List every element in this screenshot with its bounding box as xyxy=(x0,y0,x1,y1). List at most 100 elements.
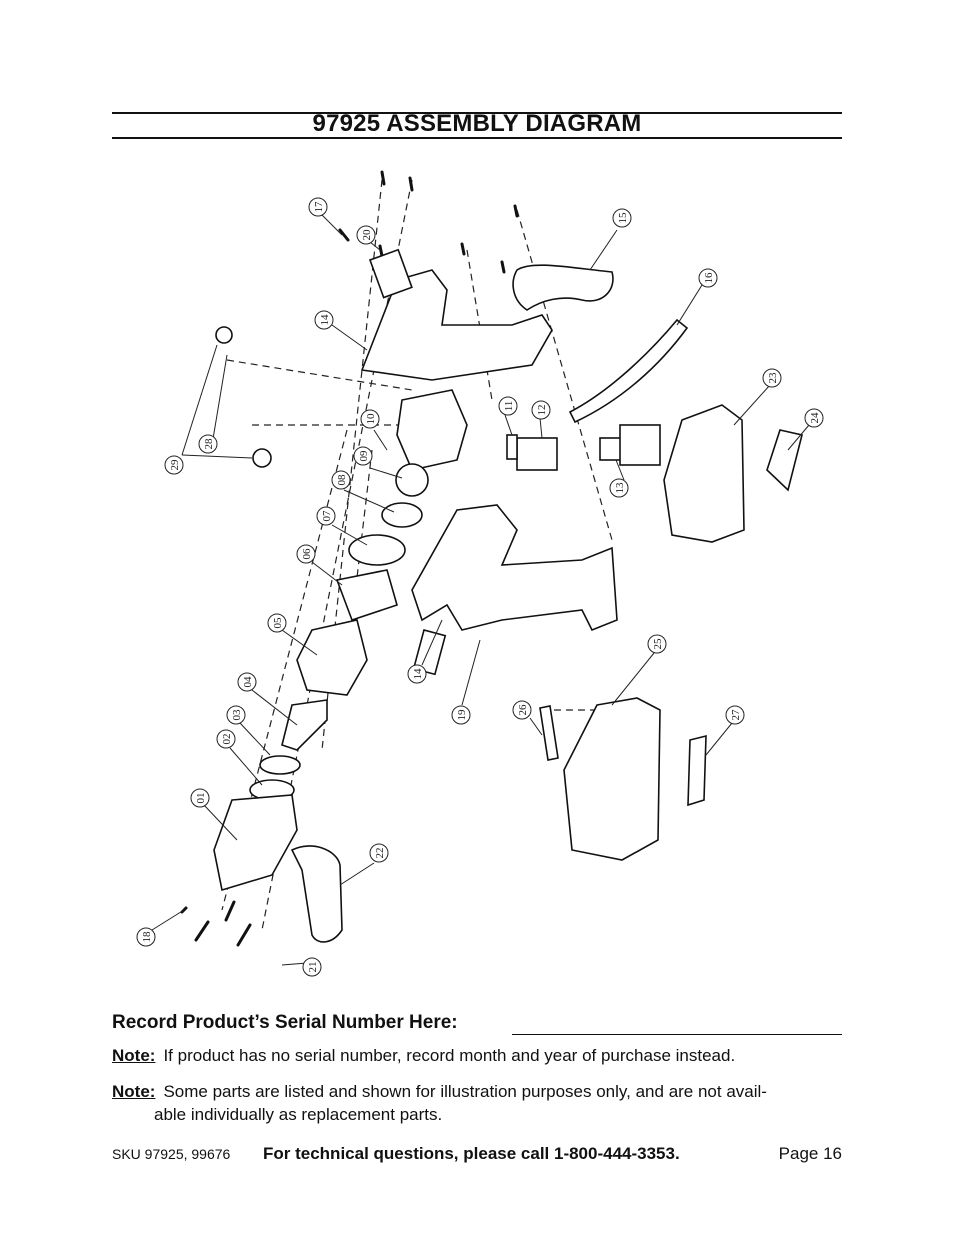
screw xyxy=(378,244,384,258)
svg-text:17: 17 xyxy=(313,201,325,213)
callout-10: 10 xyxy=(360,409,380,429)
callout-21: 21 xyxy=(302,957,322,977)
battery-label-26 xyxy=(539,705,559,761)
svg-text:07: 07 xyxy=(321,510,333,522)
note-1: Note: If product has no serial number, re… xyxy=(112,1044,842,1067)
svg-text:02: 02 xyxy=(221,734,233,745)
ring xyxy=(215,326,233,344)
svg-text:27: 27 xyxy=(730,709,742,721)
front-housing-01 xyxy=(213,794,298,892)
screw xyxy=(194,920,210,942)
svg-text:08: 08 xyxy=(336,474,348,486)
washer-03 xyxy=(259,755,301,775)
assembly-diagram: 17 20 15 16 14 23 24 10 11 12 13 28 29 0… xyxy=(136,170,824,977)
callout-22: 22 xyxy=(369,843,389,863)
note-text: If product has no serial number, record … xyxy=(163,1046,736,1065)
svg-text:14: 14 xyxy=(412,668,424,680)
note-label: Note: xyxy=(112,1046,156,1065)
svg-text:03: 03 xyxy=(231,709,243,721)
callout-06: 06 xyxy=(296,544,316,564)
battery-label-27 xyxy=(687,734,707,807)
battery-pack xyxy=(663,404,745,543)
battery-label xyxy=(766,429,803,492)
handle-grip xyxy=(512,264,614,311)
callout-25: 25 xyxy=(647,634,667,654)
screw xyxy=(236,923,252,947)
callout-19: 19 xyxy=(451,705,471,725)
svg-text:25: 25 xyxy=(652,638,664,650)
svg-text:23: 23 xyxy=(767,372,779,384)
svg-text:18: 18 xyxy=(141,931,153,943)
title-top-rule xyxy=(112,112,842,114)
callout-27: 27 xyxy=(725,705,745,725)
battery-pack-25 xyxy=(563,697,661,861)
callout-05: 05 xyxy=(267,613,287,633)
svg-text:20: 20 xyxy=(361,229,373,241)
callout-26: 26 xyxy=(512,700,532,720)
callout-07: 07 xyxy=(316,506,336,526)
shaft-04 xyxy=(281,699,328,751)
screw xyxy=(460,242,466,256)
callout-14: 14 xyxy=(314,310,334,330)
motor xyxy=(396,389,468,471)
screw xyxy=(500,260,506,274)
note-text-line1: Some parts are listed and shown for illu… xyxy=(163,1082,767,1101)
callout-13: 13 xyxy=(609,478,629,498)
page-title: 97925 ASSEMBLY DIAGRAM xyxy=(312,110,642,137)
callout-18: 18 xyxy=(136,927,156,947)
screw xyxy=(513,204,519,218)
housing-upper-half xyxy=(360,269,553,381)
screw xyxy=(380,170,386,186)
svg-text:11: 11 xyxy=(503,401,515,412)
svg-text:09: 09 xyxy=(358,450,370,462)
callout-11: 11 xyxy=(498,396,518,416)
cap xyxy=(252,448,272,468)
gear-08 xyxy=(381,502,423,528)
callout-24: 24 xyxy=(804,408,824,428)
serial-number-line xyxy=(512,1034,842,1035)
note-text-line2: able individually as replacement parts. xyxy=(154,1105,443,1124)
callout-15: 15 xyxy=(612,208,632,228)
svg-text:10: 10 xyxy=(365,413,377,425)
washer-09 xyxy=(395,463,429,497)
screw xyxy=(338,228,350,242)
svg-text:24: 24 xyxy=(809,412,821,424)
switch-lever xyxy=(506,434,518,460)
callout-14b: 14 xyxy=(407,664,427,684)
callout-08: 08 xyxy=(331,470,351,490)
svg-text:26: 26 xyxy=(517,704,529,716)
clutch-05 xyxy=(296,619,368,696)
callout-04: 04 xyxy=(237,672,257,692)
callout-20: 20 xyxy=(356,225,376,245)
callout-29: 29 xyxy=(164,455,184,475)
svg-text:29: 29 xyxy=(169,459,181,471)
footer-sku: SKU 97925, 99676 xyxy=(112,1146,231,1162)
svg-text:28: 28 xyxy=(203,438,215,450)
callout-23: 23 xyxy=(762,368,782,388)
screw xyxy=(408,176,414,192)
gear-housing-06 xyxy=(335,569,398,622)
note-label: Note: xyxy=(112,1082,156,1101)
battery-connector xyxy=(619,424,661,466)
footer-tech-support: For technical questions, please call 1-8… xyxy=(263,1144,680,1163)
callout-12: 12 xyxy=(531,400,551,420)
callout-02: 02 xyxy=(216,729,236,749)
svg-text:22: 22 xyxy=(374,848,386,859)
callout-09: 09 xyxy=(353,446,373,466)
callout-28: 28 xyxy=(198,434,218,454)
serial-number-label: Record Product’s Serial Number Here: xyxy=(112,1012,458,1033)
svg-text:13: 13 xyxy=(614,482,626,494)
housing-main-half xyxy=(411,504,618,632)
svg-text:15: 15 xyxy=(617,212,629,224)
svg-text:04: 04 xyxy=(242,676,254,688)
title-bottom-rule xyxy=(112,137,842,139)
callout-16: 16 xyxy=(698,268,718,288)
svg-text:16: 16 xyxy=(703,272,715,284)
svg-text:05: 05 xyxy=(272,617,284,629)
svg-text:12: 12 xyxy=(536,405,548,416)
footer-page-number: Page 16 xyxy=(778,1144,842,1163)
callout-17: 17 xyxy=(308,197,328,217)
wrist-strap xyxy=(568,318,689,424)
screw xyxy=(224,900,236,922)
callout-01: 01 xyxy=(190,788,210,808)
